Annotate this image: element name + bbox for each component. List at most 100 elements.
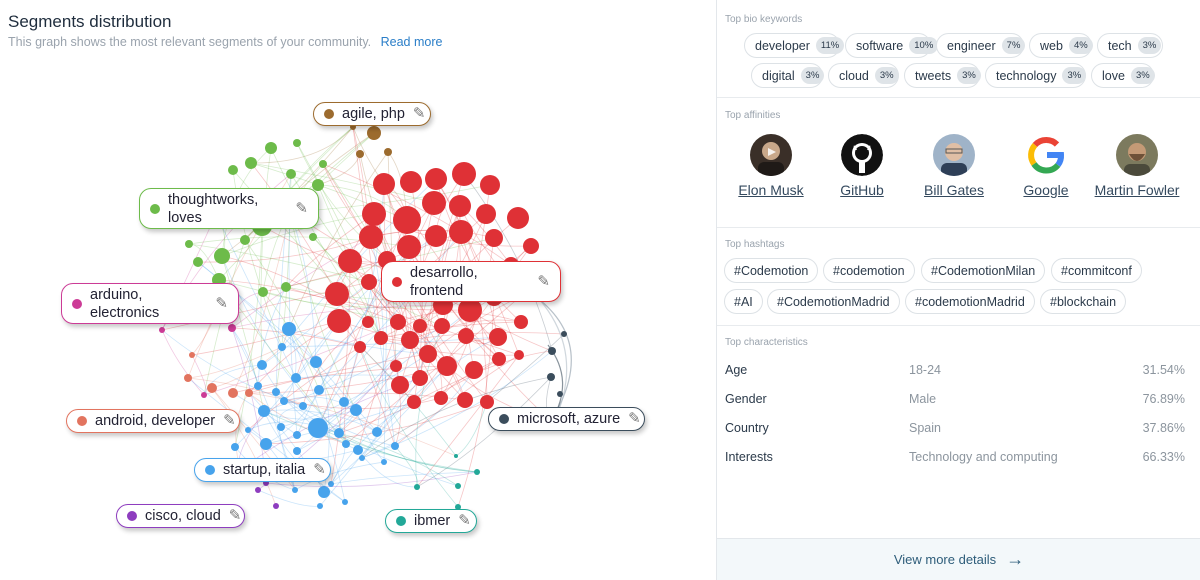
segment-label-android-developer[interactable]: android, developer ✎ bbox=[66, 409, 240, 433]
graph-node-blue[interactable] bbox=[381, 459, 387, 465]
graph-node-red[interactable] bbox=[401, 331, 419, 349]
graph-node-blue[interactable] bbox=[342, 499, 348, 505]
graph-node-red[interactable] bbox=[485, 229, 503, 247]
graph-node-salmon[interactable] bbox=[245, 389, 253, 397]
graph-node-purple[interactable] bbox=[273, 503, 279, 509]
graph-node-red[interactable] bbox=[397, 235, 421, 259]
graph-node-pink[interactable] bbox=[201, 392, 207, 398]
graph-node-blue[interactable] bbox=[292, 487, 298, 493]
graph-node-red[interactable] bbox=[361, 274, 377, 290]
graph-node-red[interactable] bbox=[492, 352, 506, 366]
graph-node-red[interactable] bbox=[476, 204, 496, 224]
graph-node-red[interactable] bbox=[412, 370, 428, 386]
graph-node-red[interactable] bbox=[373, 173, 395, 195]
graph-node-teal[interactable] bbox=[455, 504, 461, 510]
graph-node-blue[interactable] bbox=[334, 428, 344, 438]
graph-node-salmon[interactable] bbox=[189, 352, 195, 358]
graph-node-red[interactable] bbox=[359, 225, 383, 249]
graph-node-red[interactable] bbox=[338, 249, 362, 273]
pencil-icon[interactable]: ✎ bbox=[537, 272, 550, 290]
graph-node-brown[interactable] bbox=[384, 148, 392, 156]
graph-node-red[interactable] bbox=[449, 220, 473, 244]
graph-node-red[interactable] bbox=[390, 314, 406, 330]
graph-node-red[interactable] bbox=[422, 191, 446, 215]
graph-node-red[interactable] bbox=[413, 319, 427, 333]
graph-node-red[interactable] bbox=[419, 345, 437, 363]
segment-label-cisco-cloud[interactable]: cisco, cloud ✎ bbox=[116, 504, 245, 528]
graph-node-blue[interactable] bbox=[293, 447, 301, 455]
graph-node-red[interactable] bbox=[390, 360, 402, 372]
graph-node-red[interactable] bbox=[480, 175, 500, 195]
graph-node-red[interactable] bbox=[437, 356, 457, 376]
segment-label-desarrollo-frontend[interactable]: desarrollo, frontend ✎ bbox=[381, 261, 561, 302]
hashtag-pill[interactable]: #codemotionMadrid bbox=[905, 289, 1035, 314]
hashtag-pill[interactable]: #Codemotion bbox=[724, 258, 819, 283]
segment-label-arduino-electronics[interactable]: arduino, electronics ✎ bbox=[61, 283, 239, 324]
graph-node-salmon[interactable] bbox=[184, 374, 192, 382]
pencil-icon[interactable]: ✎ bbox=[223, 412, 236, 429]
graph-node-blue[interactable] bbox=[258, 405, 270, 417]
graph-node-red[interactable] bbox=[407, 395, 421, 409]
graph-node-blue[interactable] bbox=[260, 438, 272, 450]
pencil-icon[interactable]: ✎ bbox=[228, 507, 242, 524]
hashtag-pill[interactable]: #AI bbox=[724, 289, 763, 314]
segment-label-agile-php[interactable]: agile, php ✎ bbox=[313, 102, 431, 126]
graph-node-red[interactable] bbox=[391, 376, 409, 394]
graph-node-blue[interactable] bbox=[257, 360, 267, 370]
pencil-icon[interactable]: ✎ bbox=[628, 410, 641, 427]
graph-node-navy[interactable] bbox=[561, 331, 567, 337]
view-more-details-button[interactable]: View more details → bbox=[717, 538, 1200, 580]
affinity-google[interactable]: Google bbox=[1001, 134, 1091, 199]
graph-node-red[interactable] bbox=[480, 395, 494, 409]
graph-node-red[interactable] bbox=[374, 331, 388, 345]
graph-node-blue[interactable] bbox=[328, 481, 334, 487]
pencil-icon[interactable]: ✎ bbox=[412, 105, 426, 122]
hashtag-pill[interactable]: #CodemotionMilan bbox=[921, 258, 1046, 283]
graph-node-blue[interactable] bbox=[272, 388, 280, 396]
graph-node-red[interactable] bbox=[362, 202, 386, 226]
graph-node-green[interactable] bbox=[228, 165, 238, 175]
graph-node-red[interactable] bbox=[325, 282, 349, 306]
graph-node-blue[interactable] bbox=[317, 503, 323, 509]
graph-node-green[interactable] bbox=[240, 235, 250, 245]
graph-node-red[interactable] bbox=[425, 168, 447, 190]
graph-node-blue[interactable] bbox=[293, 431, 301, 439]
graph-node-brown[interactable] bbox=[356, 150, 364, 158]
graph-node-teal[interactable] bbox=[474, 469, 480, 475]
graph-node-green[interactable] bbox=[265, 142, 277, 154]
graph-node-navy[interactable] bbox=[547, 373, 555, 381]
graph-node-red[interactable] bbox=[489, 328, 507, 346]
graph-node-red[interactable] bbox=[425, 225, 447, 247]
graph-node-red[interactable] bbox=[465, 361, 483, 379]
graph-node-blue[interactable] bbox=[353, 445, 363, 455]
graph-node-blue[interactable] bbox=[282, 322, 296, 336]
graph-node-green[interactable] bbox=[309, 233, 317, 241]
graph-node-red[interactable] bbox=[507, 207, 529, 229]
graph-node-blue[interactable] bbox=[245, 427, 251, 433]
graph-node-pink[interactable] bbox=[159, 327, 165, 333]
graph-node-red[interactable] bbox=[354, 341, 366, 353]
graph-node-blue[interactable] bbox=[254, 382, 262, 390]
graph-node-navy[interactable] bbox=[557, 391, 563, 397]
affinity-bill-gates[interactable]: Bill Gates bbox=[909, 134, 999, 199]
graph-node-blue[interactable] bbox=[280, 397, 288, 405]
graph-node-teal[interactable] bbox=[455, 483, 461, 489]
graph-node-brown[interactable] bbox=[367, 126, 381, 140]
graph-node-blue[interactable] bbox=[277, 423, 285, 431]
graph-node-blue[interactable] bbox=[308, 418, 328, 438]
graph-node-blue[interactable] bbox=[391, 442, 399, 450]
segment-label-startup-italia[interactable]: startup, italia ✎ bbox=[194, 458, 331, 482]
graph-node-blue[interactable] bbox=[318, 486, 330, 498]
graph-node-blue[interactable] bbox=[342, 440, 350, 448]
graph-node-navy[interactable] bbox=[548, 347, 556, 355]
community-graph[interactable] bbox=[0, 0, 716, 580]
hashtag-pill[interactable]: #CodemotionMadrid bbox=[767, 289, 900, 314]
graph-node-green[interactable] bbox=[293, 139, 301, 147]
pencil-icon[interactable]: ✎ bbox=[295, 199, 308, 217]
